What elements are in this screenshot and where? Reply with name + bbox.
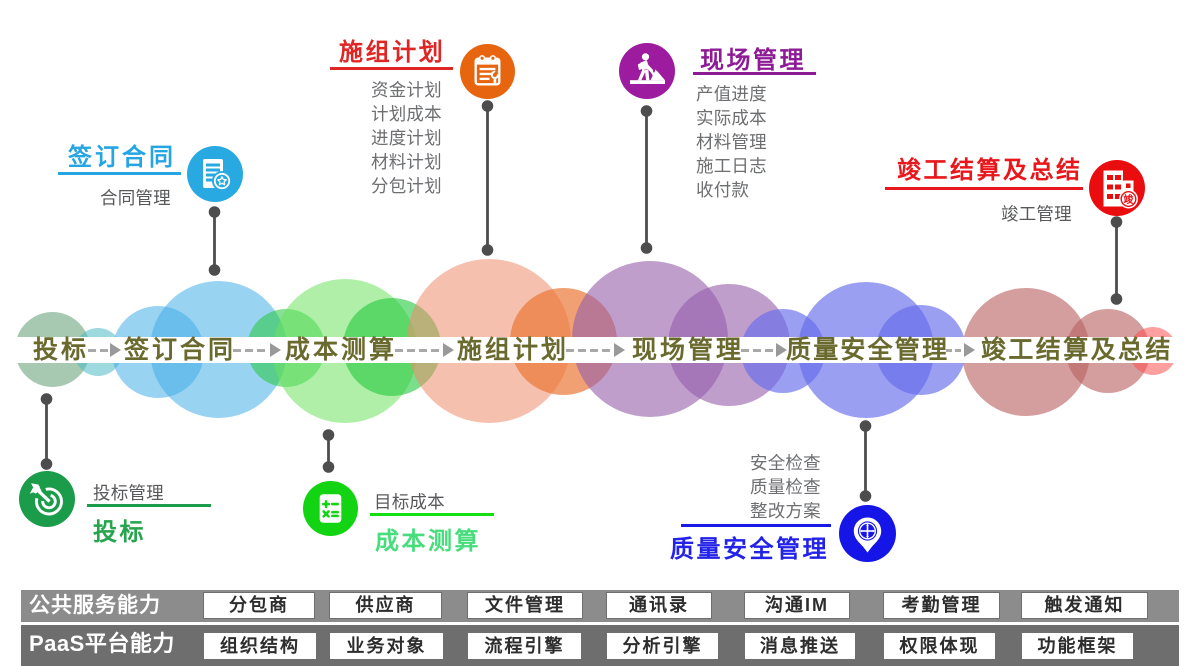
- svg-text:竣: 竣: [1124, 193, 1135, 206]
